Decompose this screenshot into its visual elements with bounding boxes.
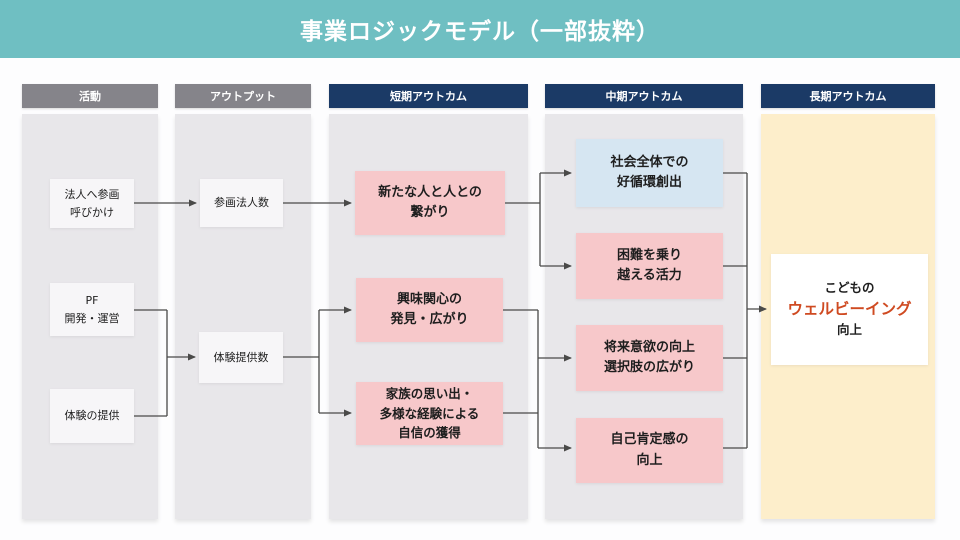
node-interest-discovery-expansion: 興味関心の 発見・広がり bbox=[356, 278, 503, 342]
goal-line-3: 向上 bbox=[836, 322, 862, 338]
node-experience-provision: 体験の提供 bbox=[50, 389, 134, 443]
node-society-virtuous-cycle: 社会全体での 好循環創出 bbox=[576, 139, 723, 207]
column-output bbox=[175, 114, 311, 519]
node-experiences-provided-count: 体験提供数 bbox=[199, 332, 283, 383]
title-banner: 事業ロジックモデル（一部抜粋） bbox=[0, 0, 960, 58]
column-header-activities: 活動 bbox=[22, 84, 158, 108]
node-corporate-participation-call: 法人へ参画 呼びかけ bbox=[50, 179, 134, 228]
column-header-output: アウトプット bbox=[175, 84, 311, 108]
node-new-people-connections: 新たな人と人との 繋がり bbox=[355, 171, 505, 235]
column-header-long-term: 長期アウトカム bbox=[761, 84, 935, 108]
node-self-esteem-improvement: 自己肯定感の 向上 bbox=[576, 418, 723, 483]
column-header-mid-term: 中期アウトカム bbox=[545, 84, 743, 108]
column-header-short-term: 短期アウトカム bbox=[329, 84, 528, 108]
node-participating-corporations-count: 参画法人数 bbox=[200, 179, 283, 227]
goal-line-wellbeing: ウェルビーイング bbox=[787, 299, 912, 318]
node-pf-development-operation: PF 開発・運営 bbox=[50, 283, 134, 336]
node-family-memories-confidence: 家族の思い出・ 多様な経験による 自信の獲得 bbox=[356, 382, 503, 445]
slide-title: 事業ロジックモデル（一部抜粋） bbox=[300, 19, 660, 45]
node-future-motivation-options: 将来意欲の向上 選択肢の広がり bbox=[576, 325, 723, 391]
node-vitality-overcome-difficulties: 困難を乗り 越える活力 bbox=[576, 233, 723, 299]
node-child-wellbeing-goal: こどもの ウェルビーイング 向上 bbox=[771, 254, 928, 365]
goal-line-1: こどもの bbox=[824, 280, 875, 296]
